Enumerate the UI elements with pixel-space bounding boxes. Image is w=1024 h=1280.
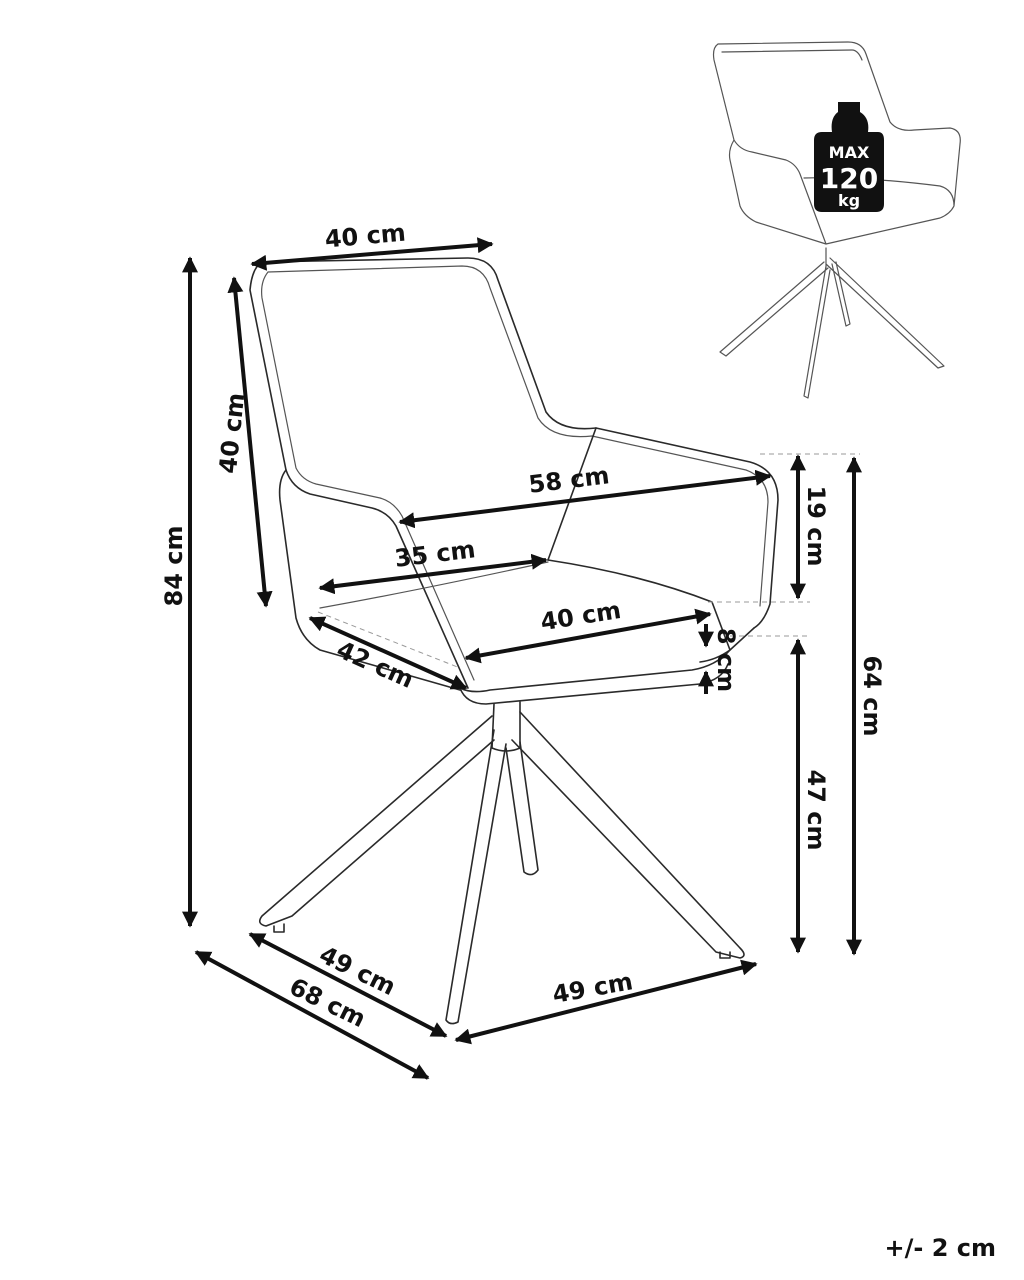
arrow-back-width: [250, 237, 494, 271]
thumbnail-chair-drawing: [712, 41, 961, 399]
label-seat-height: 47 cm: [802, 770, 830, 851]
label-seat-depth: 42 cm: [333, 635, 418, 694]
weight-icon: [814, 102, 884, 212]
arrow-base-right: [454, 959, 758, 1045]
chair-back-outline: [249, 257, 779, 689]
label-arm-floor-height: 64 cm: [858, 656, 886, 737]
chair-leg-back: [505, 741, 539, 876]
label-back-height: 40 cm: [214, 391, 250, 474]
arrow-total-depth: [194, 950, 430, 1080]
arrow-back-height: [227, 276, 273, 608]
tolerance-note: +/- 2 cm: [884, 1234, 996, 1262]
arrow-inner-width: [318, 553, 548, 595]
thumbnail-chair-outline: [712, 41, 961, 245]
label-base-right: 49 cm: [550, 967, 635, 1009]
chair-seat: [459, 559, 731, 693]
label-arm-width: 58 cm: [527, 461, 611, 499]
chair-leg-front-left: [258, 715, 495, 927]
dimension-arrows: [182, 237, 862, 1080]
thumbnail-chair-legs: [719, 247, 945, 399]
chair-leg-right: [511, 711, 745, 959]
chair-seat-shell: [459, 663, 729, 705]
label-back-width: 40 cm: [324, 219, 407, 254]
label-arm-height: 19 cm: [802, 486, 830, 567]
chair-feet: [273, 923, 731, 959]
weight-badge: MAX 120 kg: [814, 102, 884, 212]
label-seat-thickness: 8 cm: [712, 628, 740, 692]
weight-badge-line1: MAX: [829, 143, 870, 162]
arrow-seat-depth: [308, 616, 468, 690]
weight-badge-line2: 120: [820, 162, 878, 195]
label-inner-width: 35 cm: [393, 535, 477, 573]
arrow-seat-width: [464, 608, 712, 664]
arrow-arm-width: [398, 469, 772, 529]
weight-badge-line3: kg: [838, 191, 860, 210]
label-total-height: 84 cm: [160, 526, 188, 607]
